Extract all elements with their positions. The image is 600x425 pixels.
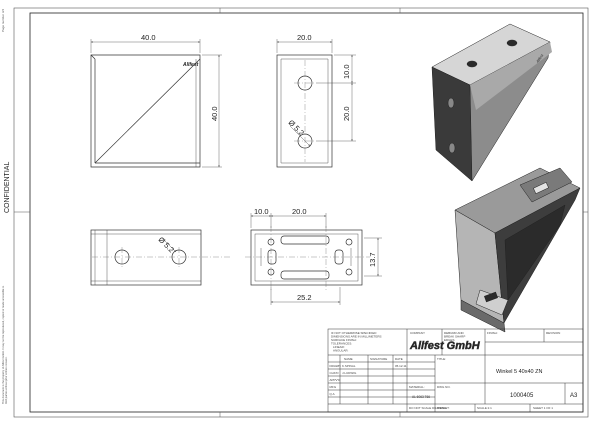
col-header-date: DATE	[395, 357, 403, 361]
header-company-label: COMPANY	[410, 331, 425, 335]
note-line-4: LINEAR:	[333, 345, 345, 349]
row-label-mfg: MFG	[330, 385, 337, 389]
revision-label: REVISION	[546, 331, 560, 335]
front-view	[90, 54, 201, 168]
top-centerlines	[245, 226, 370, 290]
row-label-checked: CHK'D	[330, 371, 340, 375]
note-line-1: DIMENSIONS ARE IN MILLIMETERS	[331, 335, 382, 339]
row-date-drawn: 05.12.11	[395, 364, 407, 368]
sheet-inner-border	[29, 12, 584, 413]
approval-rows: DRAWN K.SPINAL 05.12.11 CHK'D J.LUDWIG A…	[330, 364, 407, 396]
part-marking-text: Allfest	[182, 62, 199, 68]
row-label-drawn: DRAWN	[330, 364, 341, 368]
do-not-scale: DO NOT SCALE DRAWING	[409, 406, 447, 410]
top-dimension-lines	[250, 213, 382, 305]
note-line-0: IF NOT OTHERWISE SPECIFIED	[331, 331, 377, 335]
bottom-dimension-lines	[161, 237, 177, 253]
note-line-5: ANGULAR:	[333, 349, 349, 353]
isometric-view-lower	[454, 167, 581, 333]
row-label-approved: APPV'D	[330, 378, 342, 382]
sheet-outer-border	[13, 7, 589, 418]
title-block	[327, 328, 584, 413]
side-view	[276, 54, 333, 168]
sheet-size: A3	[570, 393, 578, 399]
deburr-line-2: EDGES	[444, 338, 455, 342]
side-centerlines	[294, 60, 316, 162]
title-label: TITLE:	[437, 357, 446, 361]
zone-ticks	[14, 8, 588, 417]
front-dimension-lines	[90, 39, 222, 168]
row-label-qa: Q.A	[330, 392, 335, 396]
weight-label: WEIGHT:	[437, 406, 450, 410]
dim-side-width: 20.0	[297, 33, 312, 42]
dim-front-width: 40.0	[141, 33, 156, 42]
drawing-title: Winkel 5 40x40 ZN	[496, 369, 542, 375]
note-line-3: TOLERANCES:	[331, 342, 352, 346]
side-dimension-lines	[276, 39, 356, 147]
dim-top-spacing: 20.0	[292, 207, 307, 216]
dim-bottom-hole-dia: Ø 5.2	[157, 235, 176, 254]
material-value: AL 6063 T66	[412, 395, 430, 399]
drawing-number: 1000405	[510, 393, 534, 399]
bottom-view	[90, 229, 202, 286]
bottom-centerlines	[92, 247, 232, 267]
note-line-2: SURFACE FINISH:	[331, 338, 357, 342]
iso-part-marking: Allfest	[535, 53, 545, 65]
company-name: Allfest GmbH	[409, 340, 481, 352]
col-header-name: NAME	[344, 357, 353, 361]
scale-value: SCALE:1:1	[477, 406, 492, 410]
dim-front-height: 40.0	[210, 106, 219, 121]
deburr-line-0: DEBURR AND	[444, 331, 465, 335]
isometric-view-upper	[431, 23, 552, 182]
sheet-number: SHEET 1 OF 1	[533, 406, 553, 410]
row-name-drawn: K.SPINAL	[342, 364, 356, 368]
general-notes: IF NOT OTHERWISE SPECIFIED DIMENSIONS AR…	[331, 331, 382, 353]
dim-top-width: 25.2	[297, 293, 312, 302]
dim-top-offset: 10.0	[254, 207, 269, 216]
col-header-signature: SIGNATURE	[370, 357, 387, 361]
dim-side-hole-spacing: 20.0	[342, 106, 351, 121]
material-label: MATERIAL:	[409, 385, 425, 389]
dim-side-hole-top: 10.0	[342, 64, 351, 79]
row-name-checked: J.LUDWIG	[342, 371, 357, 375]
dim-top-height: 13.7	[368, 252, 377, 267]
finish-label: FINISH:	[487, 331, 498, 335]
top-view	[250, 229, 363, 286]
dwg-label: DWG NO.	[437, 385, 451, 389]
deburr-line-1: BREAK SHARP	[444, 335, 465, 339]
